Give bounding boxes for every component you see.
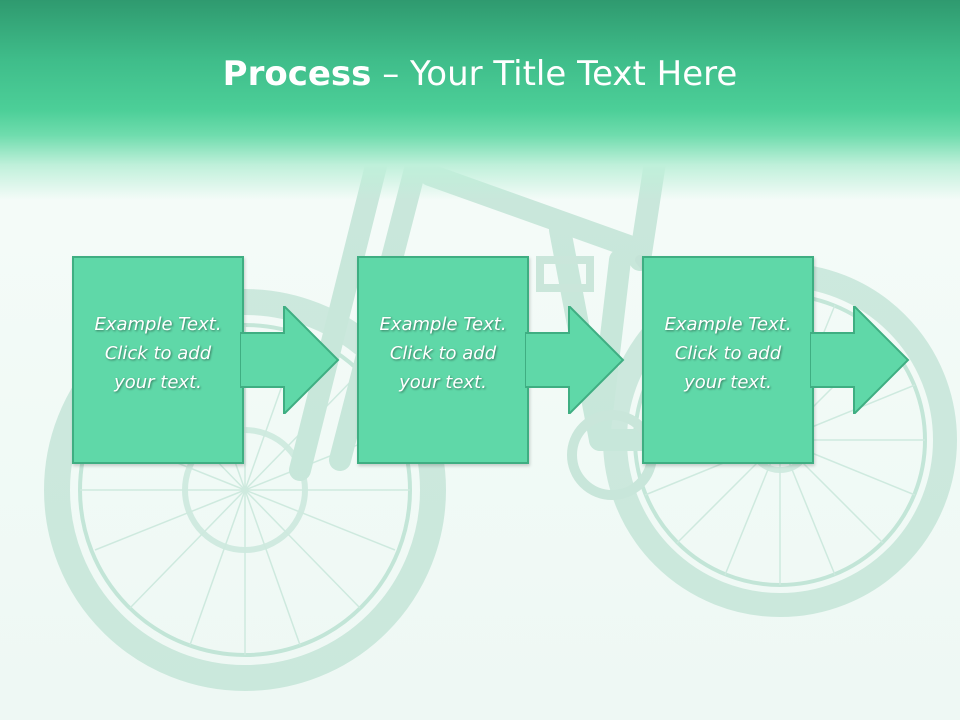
step-text[interactable]: Example Text. Click to add your text. bbox=[363, 310, 523, 397]
right-arrow-icon bbox=[810, 306, 910, 414]
step-text-line-2: Click to add bbox=[674, 343, 782, 364]
slide-title[interactable]: Process – Your Title Text Here bbox=[0, 52, 960, 96]
title-bold-text: Process bbox=[222, 54, 372, 94]
process-step-2[interactable]: Example Text. Click to add your text. bbox=[357, 256, 627, 468]
step-text[interactable]: Example Text. Click to add your text. bbox=[78, 310, 238, 397]
process-step-1[interactable]: Example Text. Click to add your text. bbox=[72, 256, 342, 468]
title-text: Your Title Text Here bbox=[410, 54, 738, 94]
title-separator: – bbox=[371, 54, 411, 94]
header-band bbox=[0, 0, 960, 200]
process-step-3[interactable]: Example Text. Click to add your text. bbox=[642, 256, 912, 468]
step-text-line-3: your text. bbox=[684, 372, 772, 393]
right-arrow-icon bbox=[240, 306, 340, 414]
step-text-line-2: Click to add bbox=[389, 343, 497, 364]
step-text-line-2: Click to add bbox=[104, 343, 212, 364]
step-box[interactable] bbox=[357, 256, 529, 464]
step-text-line-1: Example Text. bbox=[94, 314, 222, 335]
step-text-line-1: Example Text. bbox=[379, 314, 507, 335]
step-text-line-3: your text. bbox=[399, 372, 487, 393]
step-text-line-1: Example Text. bbox=[664, 314, 792, 335]
step-text-line-3: your text. bbox=[114, 372, 202, 393]
right-arrow-icon bbox=[525, 306, 625, 414]
step-text[interactable]: Example Text. Click to add your text. bbox=[648, 310, 808, 397]
